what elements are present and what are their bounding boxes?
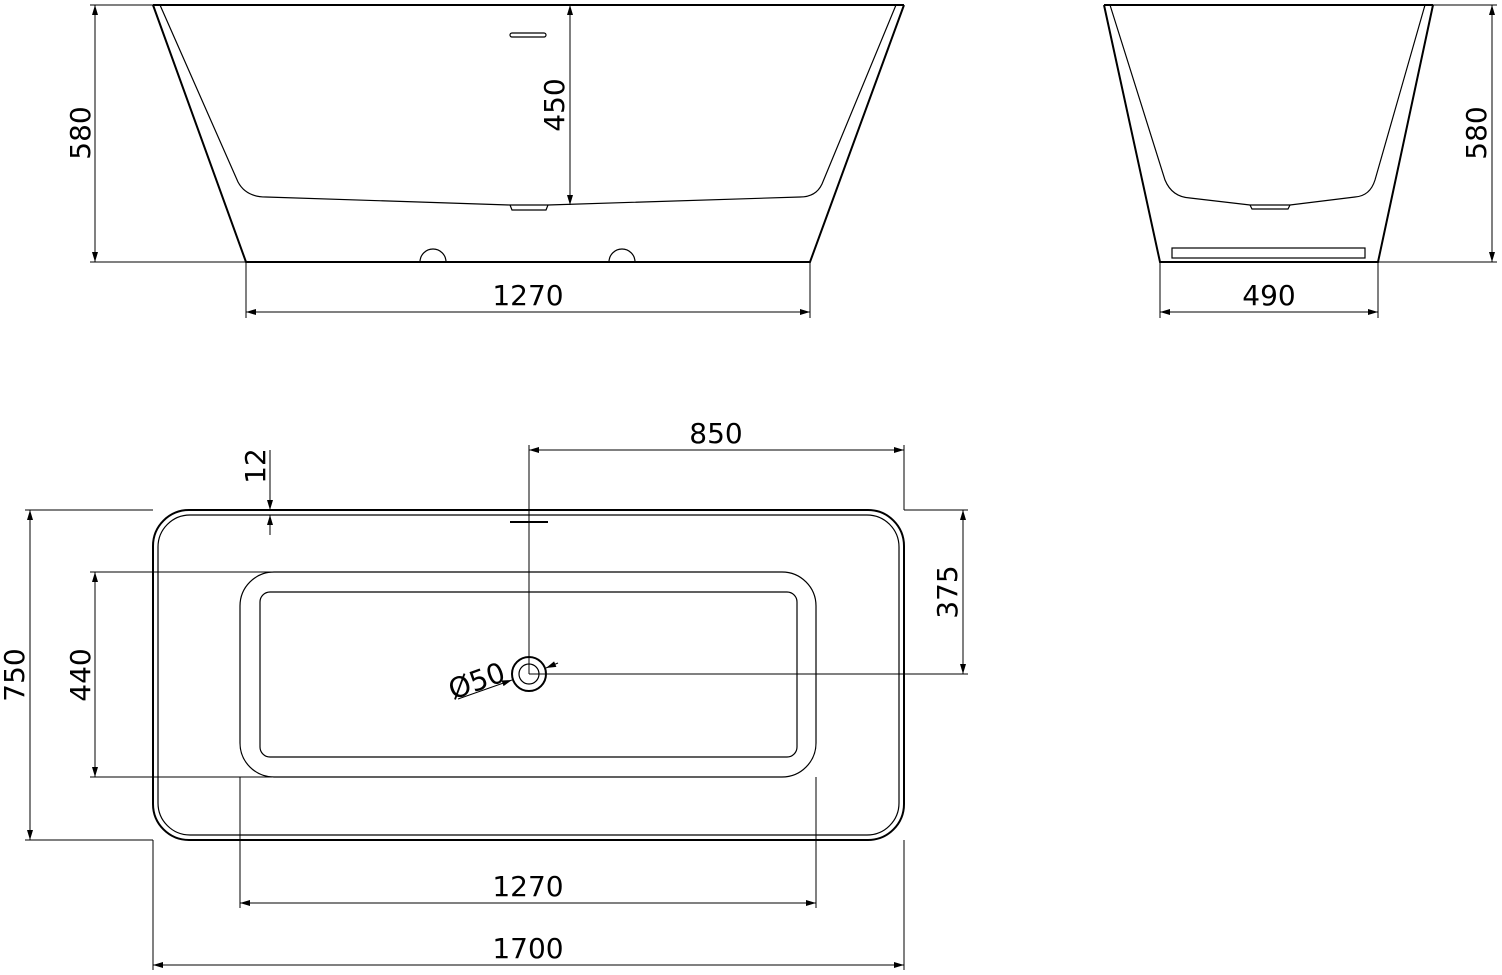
side-base [1171,247,1366,259]
side-inner-basin [1109,4,1426,206]
dim-label-580-side: 580 [1460,106,1493,159]
dim-label-850: 850 [689,417,742,450]
dim-label-750: 750 [0,648,31,701]
dim-leader-diameter [457,679,513,700]
dim-label-1700: 1700 [492,932,563,965]
dim-label-580-front: 580 [64,106,97,159]
side-drain [1249,204,1291,210]
dim-label-diameter: Ø50 [444,656,509,707]
top-view: 850 375 750 440 12 Ø50 1270 1700 [0,417,968,970]
dim-label-1270-front: 1270 [492,279,563,312]
front-inner-basin [159,4,897,206]
front-view: 580 450 1270 [64,4,905,318]
dim-label-440: 440 [64,648,97,701]
side-outer-shell [1103,4,1434,263]
foot-right [608,248,636,263]
dim-label-1270-top: 1270 [492,870,563,903]
dim-label-450: 450 [538,78,571,131]
dim-leader-diameter-right [545,661,559,669]
dim-label-375: 375 [931,565,964,618]
front-outer-shell [152,4,905,263]
front-drain [509,204,549,211]
foot-left [419,248,447,263]
side-view: 580 490 [1103,4,1497,318]
overflow-slot [509,32,547,38]
dim-label-490: 490 [1242,279,1295,312]
dim-label-12: 12 [239,448,272,484]
